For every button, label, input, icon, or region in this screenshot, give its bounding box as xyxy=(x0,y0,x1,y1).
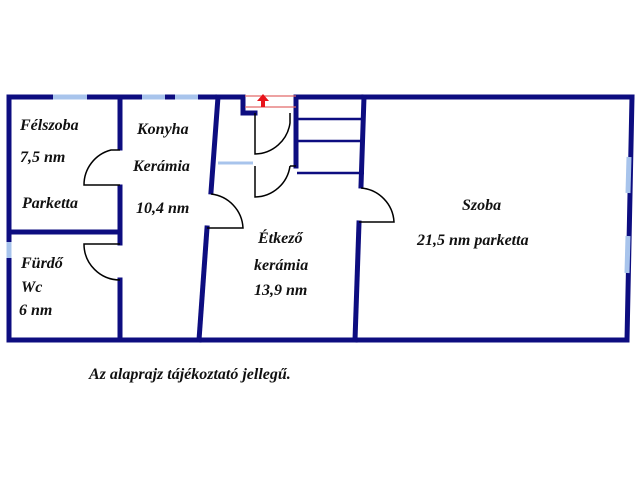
room-label-furdo-name2: Wc xyxy=(21,279,43,296)
room-label-konyha-name: Konyha xyxy=(137,121,189,138)
room-label-konyha-floor: Kerámia xyxy=(133,158,190,175)
walls xyxy=(6,94,635,343)
room-label-furdo-name: Fürdő xyxy=(21,255,63,272)
up-arrow-icon xyxy=(257,94,269,107)
room-label-etkezo-area: 13,9 nm xyxy=(254,282,308,299)
room-label-felszoba-area: 7,5 nm xyxy=(20,149,66,166)
footer-note: Az alaprajz tájékoztató jellegű. xyxy=(89,366,291,383)
room-label-felszoba-floor: Parketta xyxy=(22,195,78,212)
room-label-furdo-area: 6 nm xyxy=(19,302,53,319)
stairs xyxy=(297,117,364,175)
room-label-etkezo-name: Étkező xyxy=(258,230,303,247)
entrance-lines xyxy=(245,95,296,108)
room-label-konyha-area: 10,4 nm xyxy=(136,200,190,217)
room-label-felszoba-name: Félszoba xyxy=(20,117,79,134)
doors xyxy=(83,113,395,281)
windows xyxy=(6,94,632,274)
room-label-etkezo-floor: kerámia xyxy=(254,257,309,274)
room-label-szoba-name: Szoba xyxy=(462,197,502,214)
room-label-szoba-area-floor: 21,5 nm parketta xyxy=(417,232,529,249)
